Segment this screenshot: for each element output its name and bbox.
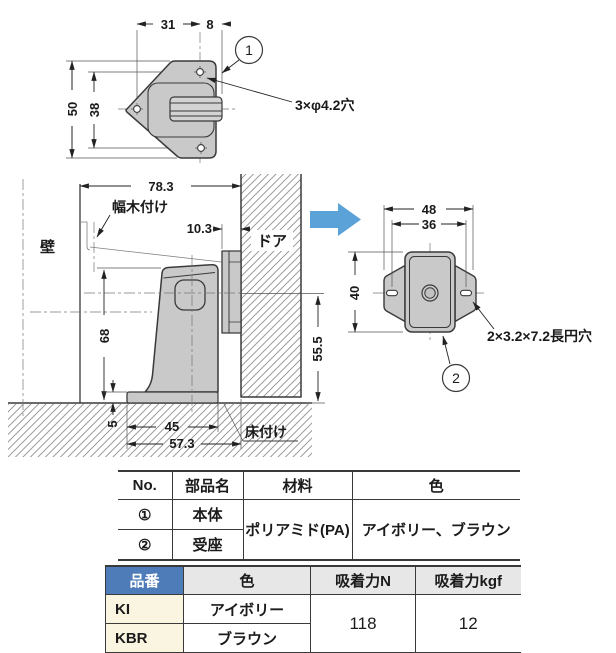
parts-table-row-1: ① 本体 ポリアミド(PA) アイボリー、ブラウン (118, 499, 520, 560)
parts-table-row-2: ② 受座 (118, 529, 520, 560)
floor-mount-text: 床付け (245, 424, 287, 440)
spec-attraction-kgf: 12 (458, 613, 478, 633)
receiver-inner-face (409, 256, 451, 328)
part-1-name: 本体 (172, 499, 244, 530)
spec-code-kbr: KBR (105, 623, 184, 653)
side-view-dimensions: 78.3 10.3 68 5 45 57.3 55.5 (79, 179, 325, 451)
door-section (240, 174, 302, 398)
callout-2-number: 2 (452, 370, 460, 386)
dim-36: 36 (422, 217, 436, 232)
wall-section (22, 179, 231, 417)
catch-body-side-view (84, 255, 324, 412)
part-1-no: ① (118, 499, 173, 530)
dim-31: 31 (161, 17, 175, 32)
dim-57-3: 57.3 (169, 436, 194, 451)
parts-header-no: No. (118, 471, 173, 500)
spec-header-code: 品番 (105, 566, 184, 595)
parts-header-name: 部品名 (172, 471, 244, 500)
part-2-name: 受座 (172, 529, 244, 560)
catch-roller-grooves (170, 102, 222, 117)
receiver-right-slot (459, 289, 473, 297)
receiver-left-slot (385, 289, 399, 297)
dim-38: 38 (87, 103, 102, 117)
spec-header-force-kgf: 吸着力kgf (415, 566, 521, 595)
top-view-dimensions: 31 8 50 38 (65, 17, 231, 159)
spec-header-color: 色 (183, 566, 311, 595)
spec-table: 品番 色 吸着力N 吸着力kgf KI アイボリー 118 12 KBR ブラウ… (105, 565, 521, 653)
parts-header-color: 色 (352, 471, 520, 500)
dim-40: 40 (347, 286, 362, 300)
receiver-view-dimensions: 48 36 40 (347, 202, 474, 333)
dim-45: 45 (165, 419, 179, 434)
receiver-view-drawing: 48 36 40 2×3.2×7.2長円穴 2 (347, 202, 592, 393)
transition-arrow (310, 203, 361, 236)
screw-holes (131, 66, 207, 154)
hole-label-text: 3×φ4.2穴 (295, 97, 354, 113)
dim-68: 68 (97, 329, 112, 343)
top-view-drawing: 31 8 50 38 1 3×φ4.2穴 (65, 17, 354, 166)
spec-attraction-n: 118 (310, 594, 416, 653)
spec-table-row-2: KBR ブラウン (105, 623, 521, 653)
catch-roller (169, 96, 223, 122)
skirting-mount-label: 幅木付け (96, 199, 168, 238)
spec-table-row-1: KI アイボリー 118 12 (105, 594, 521, 653)
parts-table: No. 部品名 材料 色 ① 本体 ポリアミド(PA) アイボリー、ブラウン ②… (118, 470, 520, 561)
parts-color: アイボリー、ブラウン (361, 522, 511, 539)
dim-78-3: 78.3 (148, 179, 173, 194)
dim-48: 48 (422, 202, 436, 217)
door-label-text: ドア (257, 233, 287, 250)
callout-1-number: 1 (245, 42, 253, 58)
wall-label: 壁 (40, 238, 55, 256)
slot-label-text: 2×3.2×7.2長円穴 (487, 328, 592, 344)
spec-header-force-n: 吸着力N (310, 566, 416, 595)
callout-2: 2 (441, 335, 471, 393)
spec-table-header-row: 品番 色 吸着力N 吸着力kgf (105, 566, 521, 595)
callout-1: 1 (221, 35, 264, 74)
spec-color-ivory: アイボリー (183, 594, 311, 624)
technical-drawing: 31 8 50 38 1 3×φ4.2穴 (8, 17, 592, 457)
parts-header-material: 材料 (243, 471, 353, 500)
dim-8: 8 (206, 17, 213, 32)
skirting-mount-text: 幅木付け (112, 199, 168, 215)
dim-50: 50 (65, 102, 80, 116)
dim-10-3: 10.3 (187, 221, 212, 236)
spec-code-ki: KI (105, 594, 184, 624)
floor-section (8, 402, 312, 457)
parts-material: ポリアミド(PA) (243, 499, 353, 560)
slot-label: 2×3.2×7.2長円穴 (472, 301, 592, 344)
dim-55-5: 55.5 (310, 336, 325, 361)
spec-color-brown: ブラウン (183, 623, 311, 653)
parts-table-header-row: No. 部品名 材料 色 (118, 471, 520, 500)
hole-label: 3×φ4.2穴 (206, 77, 354, 113)
receiver-center-hole (424, 287, 436, 299)
side-view-drawing: 壁 幅木付け ドア 床付け 78.3 10.3 68 (8, 174, 325, 457)
receiver-side-view (221, 250, 242, 334)
dim-5: 5 (105, 420, 120, 427)
door-label: ドア (251, 230, 293, 251)
floor-mount-label: 床付け (223, 403, 298, 442)
part-2-no: ② (118, 529, 173, 560)
